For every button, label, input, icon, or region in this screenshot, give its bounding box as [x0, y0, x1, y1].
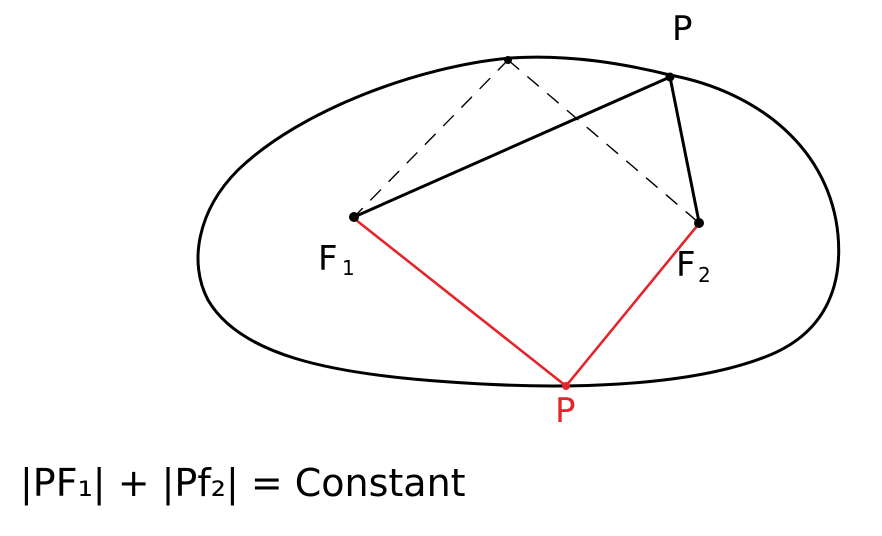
focus-f1-point	[349, 212, 359, 222]
label-p-bottom: P	[555, 391, 576, 431]
segment-f1-p-top	[352, 75, 672, 219]
label-f2-subscript: 2	[698, 263, 711, 287]
dashed-line-vertex-f1	[355, 59, 509, 216]
ellipse-outline	[196, 55, 841, 388]
segment-p-top-f2	[668, 75, 701, 224]
vertex-point	[504, 56, 512, 64]
point-p-top	[665, 72, 675, 82]
label-f1-subscript: 1	[342, 256, 355, 280]
point-p-bottom	[562, 382, 570, 390]
segment-p-bottom-f2	[564, 224, 699, 388]
label-f2: F	[676, 245, 696, 285]
label-f1: F	[318, 239, 338, 279]
focus-f2-point	[694, 218, 704, 228]
segment-f1-p-bottom	[354, 218, 568, 388]
dashed-line-vertex-f2	[507, 59, 699, 223]
label-p-top: P	[672, 9, 693, 49]
ellipse-equation: |PF₁| + |Pf₂| = Constant	[20, 461, 466, 506]
